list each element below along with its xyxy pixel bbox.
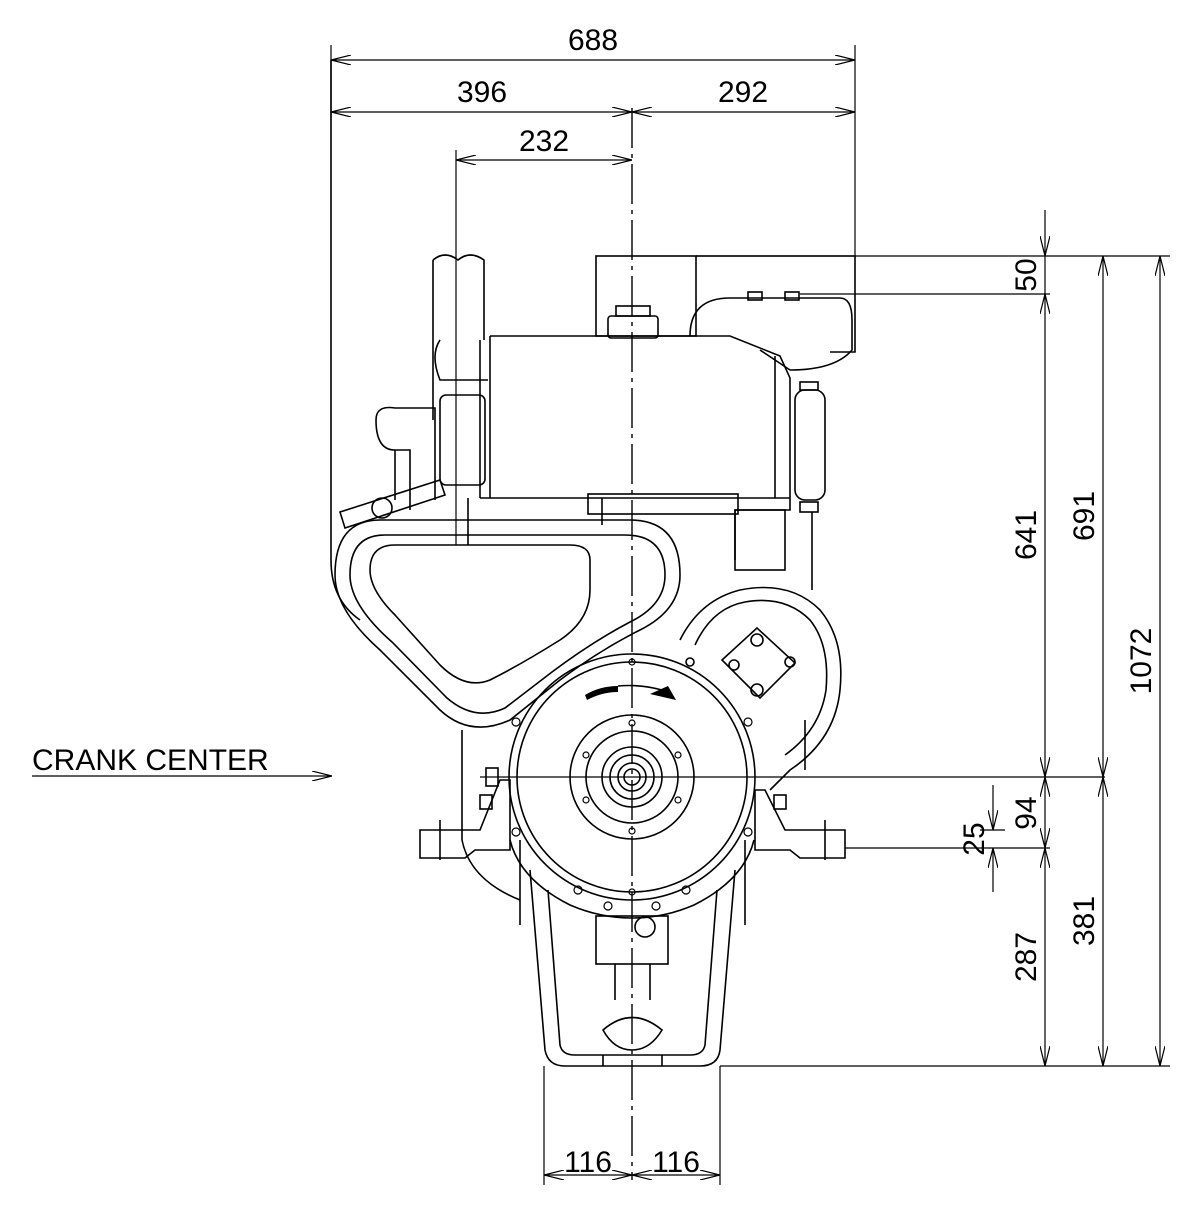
dim-381: 381 (1068, 777, 1103, 1066)
dim-116-left: 116 (544, 1146, 632, 1179)
dim-94-label: 94 (1010, 796, 1043, 829)
dim-292: 292 (632, 76, 855, 112)
crank-center-callout: CRANK CENTER (32, 744, 332, 777)
dim-116-right-label: 116 (652, 1146, 700, 1179)
dim-94: 94 (1010, 777, 1045, 848)
dim-292-label: 292 (718, 76, 768, 109)
dim-287: 287 (1010, 848, 1045, 1066)
dim-1072-label: 1072 (1125, 628, 1158, 695)
dim-688-label: 688 (568, 24, 618, 57)
extension-lines (330, 45, 1170, 1185)
dim-641-label: 641 (1010, 510, 1043, 560)
crank-center-label: CRANK CENTER (32, 744, 269, 777)
dim-641: 641 (1010, 294, 1045, 777)
dim-381-label: 381 (1068, 896, 1101, 946)
engine-outline (330, 60, 856, 1067)
dim-116-left-label: 116 (564, 1146, 612, 1179)
dim-1072: 1072 (1125, 256, 1160, 1066)
dim-688: 688 (331, 24, 855, 60)
dim-232: 232 (456, 125, 632, 160)
dim-287-label: 287 (1010, 932, 1043, 982)
dim-50: 50 (1010, 210, 1045, 294)
dim-691-label: 691 (1068, 491, 1101, 541)
dim-25: 25 (958, 785, 1005, 892)
dim-116-right: 116 (632, 1146, 720, 1179)
dim-396-label: 396 (457, 76, 507, 109)
dim-50-label: 50 (1010, 258, 1043, 291)
dim-396: 396 (331, 76, 632, 112)
dim-691: 691 (1068, 256, 1103, 777)
dim-25-label: 25 (958, 822, 991, 855)
dim-232-label: 232 (519, 125, 569, 158)
